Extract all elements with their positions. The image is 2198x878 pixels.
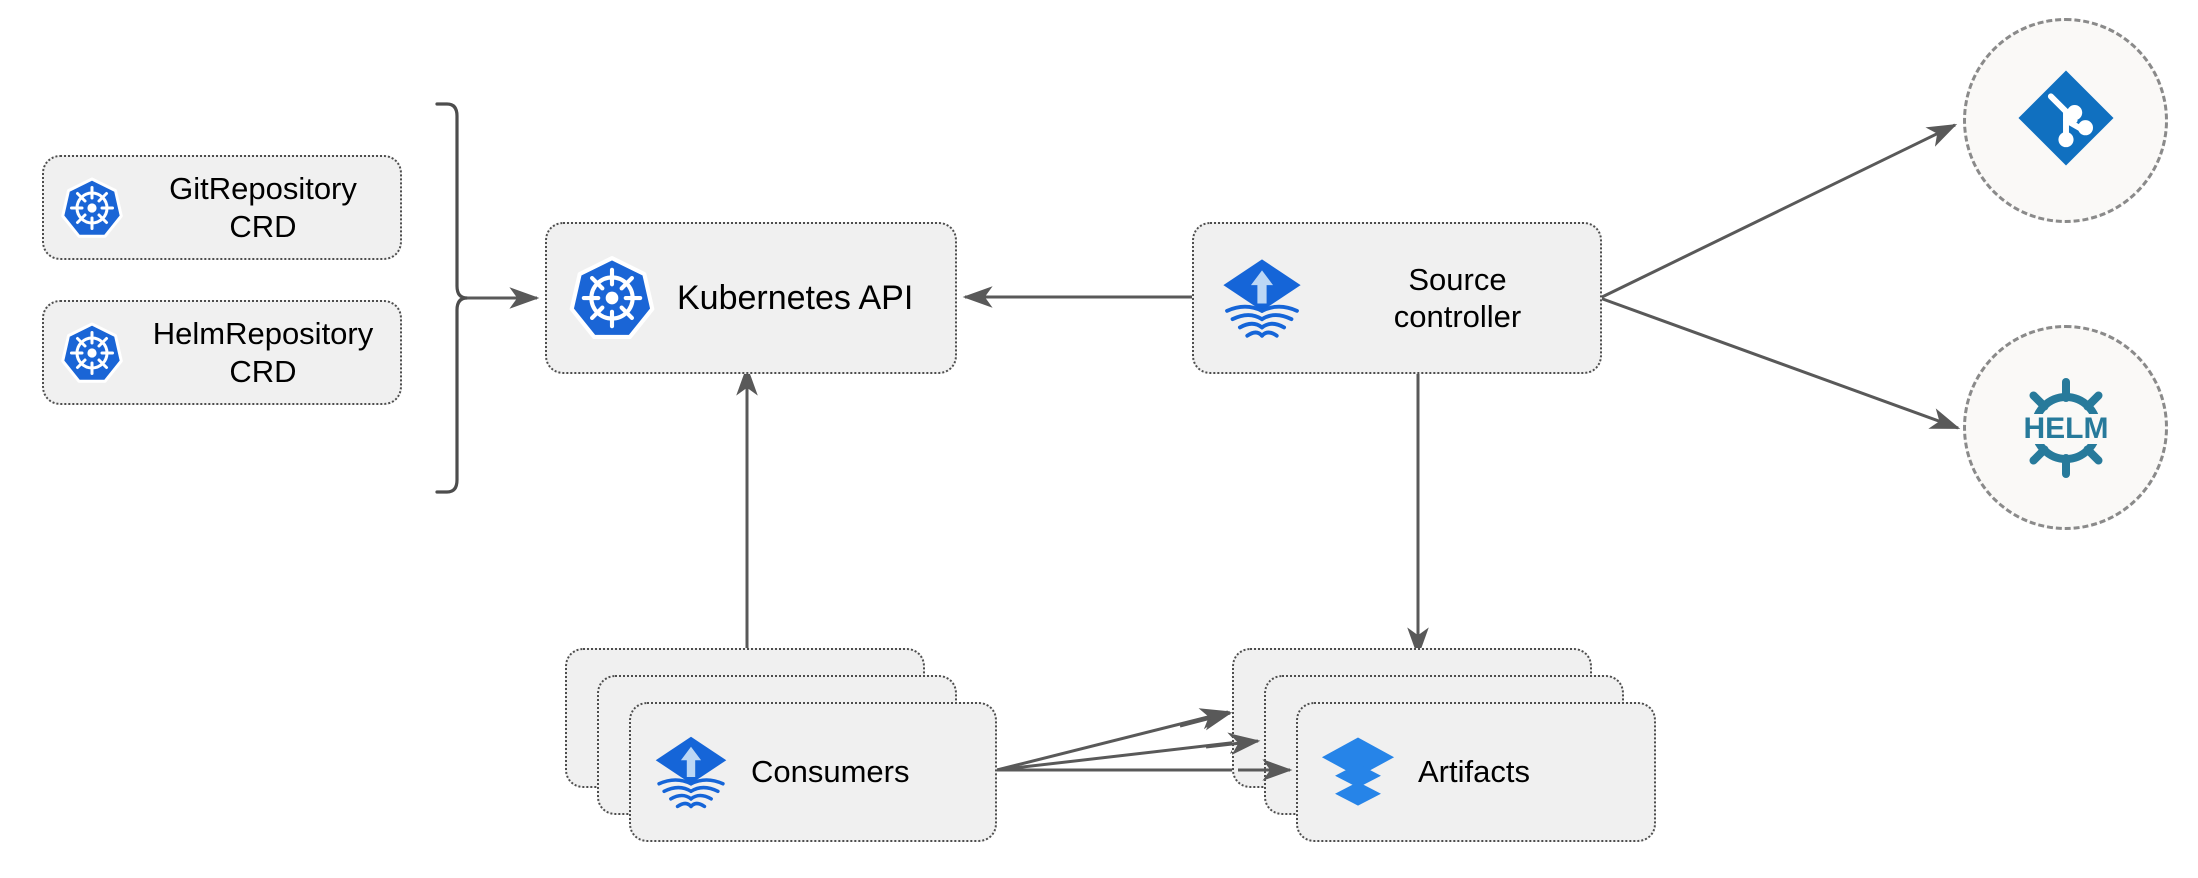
layers-icon	[1298, 731, 1418, 813]
node-consumers[interactable]: Consumers	[629, 702, 997, 842]
node-label: Artifacts	[1418, 754, 1530, 790]
node-git-repository-crd[interactable]: GitRepository CRD	[42, 155, 402, 260]
node-helm-repository-crd[interactable]: HelmRepository CRD	[42, 300, 402, 405]
node-label: Source controller	[1393, 261, 1522, 334]
node-artifacts[interactable]: Artifacts	[1296, 702, 1656, 842]
node-source-controller[interactable]: Source controller	[1192, 222, 1602, 374]
helm-icon: HELM	[2006, 368, 2126, 488]
node-label: GitRepository CRD	[169, 171, 357, 244]
node-helm-source[interactable]: HELM	[1963, 325, 2168, 530]
kubernetes-icon	[44, 321, 140, 385]
helm-wordmark: HELM	[2023, 412, 2108, 445]
edge-consumers-to-artifacts-layer-1-head	[1179, 709, 1233, 731]
node-label: Kubernetes API	[677, 278, 914, 317]
node-kubernetes-api[interactable]: Kubernetes API	[545, 222, 957, 374]
flux-icon	[1194, 252, 1329, 344]
crd-group-bracket	[435, 102, 469, 494]
kubernetes-icon	[44, 176, 140, 240]
edge-source-controller-to-helm	[1599, 296, 1961, 430]
node-label: Consumers	[751, 754, 910, 790]
node-git-source[interactable]	[1963, 18, 2168, 223]
edge-consumers-to-artifacts-layer-2	[996, 732, 1259, 772]
node-label: HelmRepository CRD	[152, 316, 374, 389]
flux-icon	[631, 730, 751, 814]
kubernetes-icon	[547, 254, 677, 342]
edge-consumers-to-artifacts-layer-1	[996, 708, 1231, 772]
edge-source-controller-to-git	[1599, 123, 1958, 300]
git-icon	[2012, 64, 2120, 177]
